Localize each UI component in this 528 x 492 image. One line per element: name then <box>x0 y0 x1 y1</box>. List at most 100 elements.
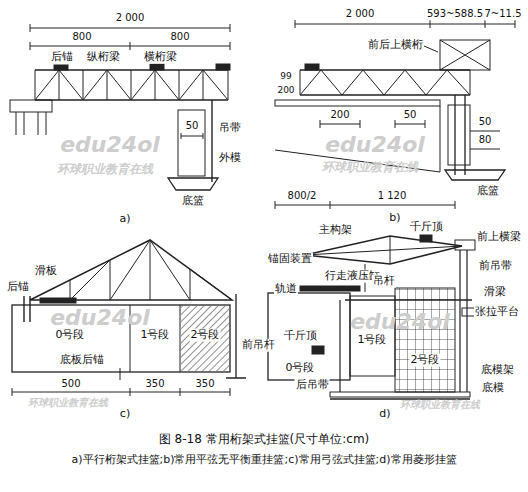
slide-beam <box>345 299 472 300</box>
panel-letter: d) <box>378 408 391 421</box>
anchor-bar <box>16 112 46 135</box>
truss-vertical <box>35 70 228 100</box>
rear-anchor <box>305 64 319 70</box>
dimension-line <box>30 24 230 32</box>
dimension: 80 <box>478 134 493 146</box>
outer-form <box>448 105 470 165</box>
dimension-line <box>320 120 425 128</box>
parallel-truss-basket <box>10 24 230 190</box>
dimension: 350 <box>194 378 215 390</box>
dimension: 1 120 <box>377 190 408 202</box>
panel-letter: c) <box>119 408 131 421</box>
part-label: 前上横梁 <box>476 231 522 244</box>
rear-anchor <box>24 296 30 322</box>
leader-line <box>424 46 438 52</box>
dimension-line <box>181 133 203 139</box>
part-label: 2号段 <box>190 329 221 342</box>
watermark: 环球职业教育在线 <box>399 399 481 411</box>
bowstring-basket <box>12 240 246 396</box>
flat-chord-basket <box>275 20 515 209</box>
part-label: 底模架 <box>480 364 515 377</box>
truss-chord <box>300 70 470 95</box>
part-label: 横桁梁 <box>143 51 178 64</box>
bowstring-truss <box>30 240 232 300</box>
front-cross-beam <box>455 240 475 250</box>
rear-hanger <box>339 300 340 392</box>
dimension: 350 <box>144 378 165 390</box>
dimension-line <box>275 201 455 209</box>
part-label: 底篮 <box>476 185 500 198</box>
main-frame <box>305 236 462 264</box>
rear-anchor <box>54 65 68 70</box>
part-label: 前吊带 <box>478 260 513 273</box>
slide-plate <box>40 298 76 303</box>
segment-hatch <box>181 306 229 371</box>
bottom-anchor <box>120 368 121 380</box>
front-hanger <box>226 294 246 378</box>
part-label: 轨道 <box>274 283 298 296</box>
watermark: edu24ol <box>59 132 161 157</box>
part-label: 后锚 <box>50 51 74 64</box>
watermark: edu24ol <box>324 132 426 157</box>
part-label: 后锚 <box>6 281 30 294</box>
bottom-form-frame <box>330 392 470 397</box>
part-label: 主构架 <box>318 224 353 237</box>
dimension: 50 <box>478 116 493 128</box>
dimension-line <box>295 20 515 28</box>
part-label: 吊带 <box>218 122 242 135</box>
part-label: 底篮 <box>181 195 205 208</box>
formwork-cage <box>395 288 455 392</box>
dimension: 50 <box>185 120 200 132</box>
part-label: 0号段 <box>55 329 86 342</box>
part-label: 千斤顶 <box>409 221 444 234</box>
watermark: edu24ol <box>49 305 151 330</box>
part-label: 张拉平台 <box>474 306 520 319</box>
part-label: 外模 <box>218 152 242 165</box>
part-label: 滑板 <box>34 265 58 278</box>
diamond-basket <box>268 235 476 399</box>
hanger <box>211 100 212 182</box>
dimension: 2 000 <box>345 8 376 20</box>
frame-member <box>305 236 462 264</box>
bottom-basket <box>445 170 505 180</box>
part-label: 纵桁梁 <box>86 51 121 64</box>
dimension: 2 000 <box>115 12 146 24</box>
dimension: 200 <box>276 85 295 95</box>
part-label: 1号段 <box>140 329 171 342</box>
cross-truss <box>150 64 164 70</box>
figure-caption: 图 8-18 常用桁架式挂篮(尺寸单位:cm) <box>158 433 371 447</box>
dimension: 500 <box>60 378 81 390</box>
segment-0 <box>268 293 350 380</box>
part-label: 前后上横桁 <box>367 39 424 52</box>
dimension: 800 <box>169 31 190 43</box>
part-label: 后吊带 <box>295 379 330 392</box>
truss-chord <box>35 70 228 100</box>
dimension-line <box>30 42 230 50</box>
jack <box>420 235 432 242</box>
panel-letter: b) <box>388 212 401 225</box>
truss-member <box>70 240 232 300</box>
dimension: 7~11.5 <box>483 8 522 20</box>
part-label: 滑梁 <box>483 286 507 299</box>
sub-caption: a)平行桁架式挂篮;b)常用平弦无平衡重挂篮;c)常用弓弦式挂篮;d)常用菱形挂… <box>70 454 457 467</box>
dimension: 800 <box>71 31 92 43</box>
girder-deck <box>10 100 52 112</box>
truss-diagonal <box>300 70 470 95</box>
bottom-basket <box>168 178 218 190</box>
part-label: 底板后锚 <box>59 354 105 367</box>
box-girder <box>12 305 230 372</box>
front-hanger <box>460 250 467 392</box>
dimension: 99 <box>279 71 292 81</box>
dimension-line <box>470 131 500 149</box>
part-label: 千斤顶 <box>283 330 318 343</box>
part-label: 前吊杆 <box>241 339 276 352</box>
jack <box>312 346 324 354</box>
part-label: 2号段 <box>410 354 441 367</box>
watermark: 环球职业教育在线 <box>27 397 109 409</box>
girder-deck <box>275 100 440 106</box>
segment-1 <box>350 296 395 376</box>
watermark: 环球职业教育在线 <box>56 163 154 177</box>
truss-diagonal <box>35 70 228 100</box>
part-label: 1号段 <box>357 334 388 347</box>
